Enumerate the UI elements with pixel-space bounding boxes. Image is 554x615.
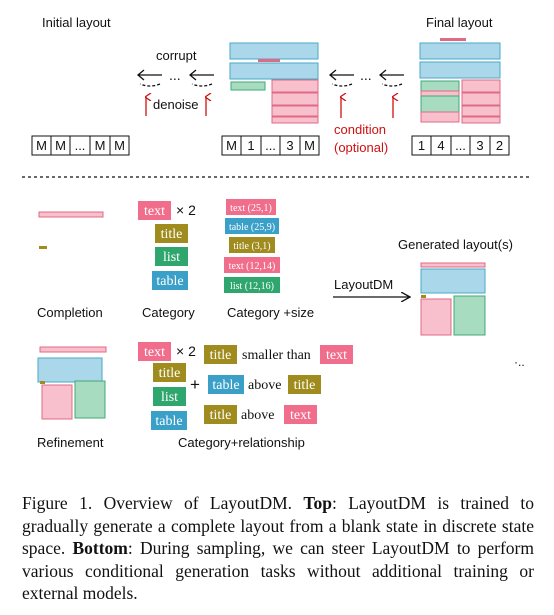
size-tag-4: list (12,16) — [230, 281, 274, 292]
initial-token: M — [36, 138, 47, 153]
relation-subject: title — [210, 348, 232, 363]
denoise-label: denoise — [153, 97, 199, 112]
relation-subject: table — [212, 378, 239, 393]
tag-list — [155, 247, 188, 266]
figure-caption: Figure 1. Overview of LayoutDM. Top: Lay… — [22, 492, 534, 605]
condition-arrows — [328, 69, 404, 87]
final-layout-label: Final layout — [426, 15, 493, 30]
caption-intro: Overview of LayoutDM. — [103, 493, 293, 513]
rel-times-two: × 2 — [176, 343, 196, 359]
relationship-category-tags: text × 2 title list table — [138, 342, 196, 430]
tag-title — [155, 224, 188, 243]
caption-top-heading: Top — [303, 493, 332, 513]
size-tag-0: text (25,1) — [230, 203, 272, 214]
rel-tag-text: text — [144, 345, 165, 360]
intermediate-token: 3 — [286, 138, 293, 153]
generated-layout — [420, 262, 486, 336]
initial-token: M — [55, 138, 66, 153]
corrupt-ellipsis: ... — [169, 67, 181, 83]
intermediate-token: 1 — [247, 138, 254, 153]
relation-object: text — [326, 348, 347, 363]
plus-sign: + — [190, 375, 200, 394]
category-size-tags: text (25,1) table (25,9) title (3,1) tex… — [224, 199, 280, 293]
tag-title-label: title — [161, 227, 183, 242]
caption-figure-number: Figure 1. — [22, 493, 93, 513]
caption-bottom-text: : During sampling, we can steer LayoutDM… — [22, 538, 535, 603]
caption-bottom-heading: Bottom — [72, 538, 128, 558]
tag-table-label: table — [156, 274, 183, 289]
final-layout — [419, 38, 501, 124]
final-token: 2 — [496, 138, 503, 153]
intermediate-token: ... — [265, 138, 276, 153]
category-relationship-label: Category+relationship — [178, 435, 305, 450]
final-token: ... — [455, 138, 466, 153]
refinement-label: Refinement — [37, 435, 104, 450]
final-token: 4 — [437, 138, 444, 153]
continuation-dots: ·.. — [514, 355, 525, 369]
completion-input-layout — [38, 211, 104, 249]
initial-layout-label: Initial layout — [42, 15, 111, 30]
size-tag-2: title (3,1) — [233, 241, 270, 252]
size-tag-3: text (12,14) — [229, 261, 276, 272]
final-token: 1 — [418, 138, 425, 153]
relation-subject: title — [210, 408, 232, 423]
relation-object: text — [290, 408, 311, 423]
intermediate-token: M — [304, 138, 315, 153]
final-token-sequence — [411, 135, 510, 156]
relationship-constraints: title smaller than text table above titl… — [204, 345, 353, 424]
initial-token-sequence — [31, 135, 130, 156]
layoutdm-diagram: Initial layout Final layout corrupt ... … — [22, 15, 532, 450]
completion-label: Completion — [37, 305, 103, 320]
relation-object: title — [294, 378, 316, 393]
times-two: × 2 — [176, 202, 196, 218]
relation-predicate: above — [241, 408, 274, 423]
size-tag-1: table (25,9) — [229, 222, 275, 233]
condition-ellipsis: ... — [360, 67, 372, 83]
corrupt-label: corrupt — [156, 48, 197, 63]
category-tags: text × 2 title list table — [138, 201, 196, 290]
intermediate-layout — [229, 42, 319, 124]
relation-predicate: smaller than — [242, 348, 311, 363]
initial-token: M — [95, 138, 106, 153]
optional-label: (optional) — [334, 140, 388, 155]
relation-predicate: above — [248, 378, 281, 393]
tag-text-label: text — [144, 204, 165, 219]
tag-table — [152, 271, 188, 290]
category-label: Category — [142, 305, 195, 320]
tag-list-label: list — [163, 250, 180, 265]
intermediate-token-sequence — [221, 135, 320, 156]
generated-label: Generated layout(s) — [398, 237, 513, 252]
initial-token: ... — [75, 138, 86, 153]
final-token: 3 — [476, 138, 483, 153]
category-size-label: Category +size — [227, 305, 314, 320]
tag-text — [138, 201, 171, 220]
caption-top-text: : LayoutDM is trained to gradually gener… — [22, 493, 534, 558]
rel-tag-title: title — [159, 366, 181, 381]
corrupt-arrows — [136, 69, 214, 87]
layoutdm-label: LayoutDM — [334, 277, 393, 292]
intermediate-token: M — [226, 138, 237, 153]
rel-tag-list: list — [161, 390, 178, 405]
rel-tag-table: table — [155, 414, 182, 429]
condition-label: condition — [334, 122, 386, 137]
initial-token: M — [114, 138, 125, 153]
refinement-input-layout — [37, 346, 107, 420]
